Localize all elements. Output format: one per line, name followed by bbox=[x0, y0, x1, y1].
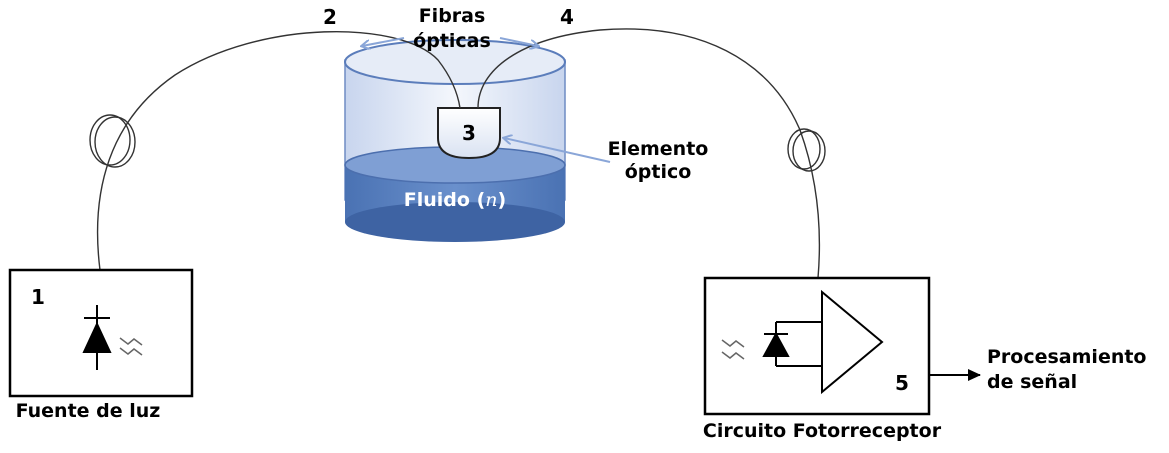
processing-label-line1: Procesamiento bbox=[987, 346, 1147, 368]
optical-element-label-line2: óptico bbox=[625, 161, 692, 183]
photodiode-icon bbox=[762, 321, 822, 367]
led-icon bbox=[82, 305, 112, 370]
fibers-arrow-right bbox=[499, 37, 538, 46]
optical-element-label-line1: Elemento bbox=[608, 138, 709, 160]
fluid-label: Fluido (n) bbox=[404, 189, 506, 211]
fluid-label-symbol: n bbox=[485, 189, 497, 211]
fibers-arrow-left bbox=[362, 37, 405, 46]
fiber-coil-left bbox=[89, 114, 136, 168]
photoreceptor-box: 5 bbox=[703, 276, 931, 416]
number-5: 5 bbox=[895, 371, 909, 395]
optical-element-arrow bbox=[504, 138, 611, 163]
optical-element-shape bbox=[437, 107, 501, 160]
processing-label-line2: de señal bbox=[987, 371, 1077, 393]
optical-element: 3 bbox=[437, 107, 501, 160]
fibers-label: Fibras ópticas bbox=[362, 5, 538, 52]
fiber-4 bbox=[477, 28, 821, 279]
number-4: 4 bbox=[560, 5, 574, 29]
fluid-container bbox=[344, 39, 566, 242]
fibers-label-line2: ópticas bbox=[413, 30, 491, 52]
container-bottom bbox=[345, 202, 565, 242]
fibers-label-line1: Fibras bbox=[419, 5, 486, 27]
fluid-label-name: Fluido ( bbox=[404, 189, 485, 211]
light-source-label: Fuente de luz bbox=[16, 400, 161, 422]
light-source-box: 1 bbox=[8, 268, 194, 398]
fiber-coil-right bbox=[787, 128, 826, 172]
number-1: 1 bbox=[31, 285, 45, 309]
fluid-label-close: ) bbox=[498, 189, 507, 211]
optical-fibers bbox=[89, 28, 826, 279]
container-rim bbox=[344, 39, 566, 85]
number-2: 2 bbox=[323, 5, 337, 29]
fiber-2 bbox=[96, 30, 461, 271]
number-3: 3 bbox=[462, 121, 476, 145]
light-emission-icon bbox=[119, 337, 143, 356]
optical-element-label: Elemento óptico bbox=[504, 138, 708, 183]
light-incoming-icon bbox=[721, 339, 745, 360]
photoreceptor-label: Circuito Fotorreceptor bbox=[703, 420, 942, 442]
amplifier-icon bbox=[821, 289, 884, 395]
